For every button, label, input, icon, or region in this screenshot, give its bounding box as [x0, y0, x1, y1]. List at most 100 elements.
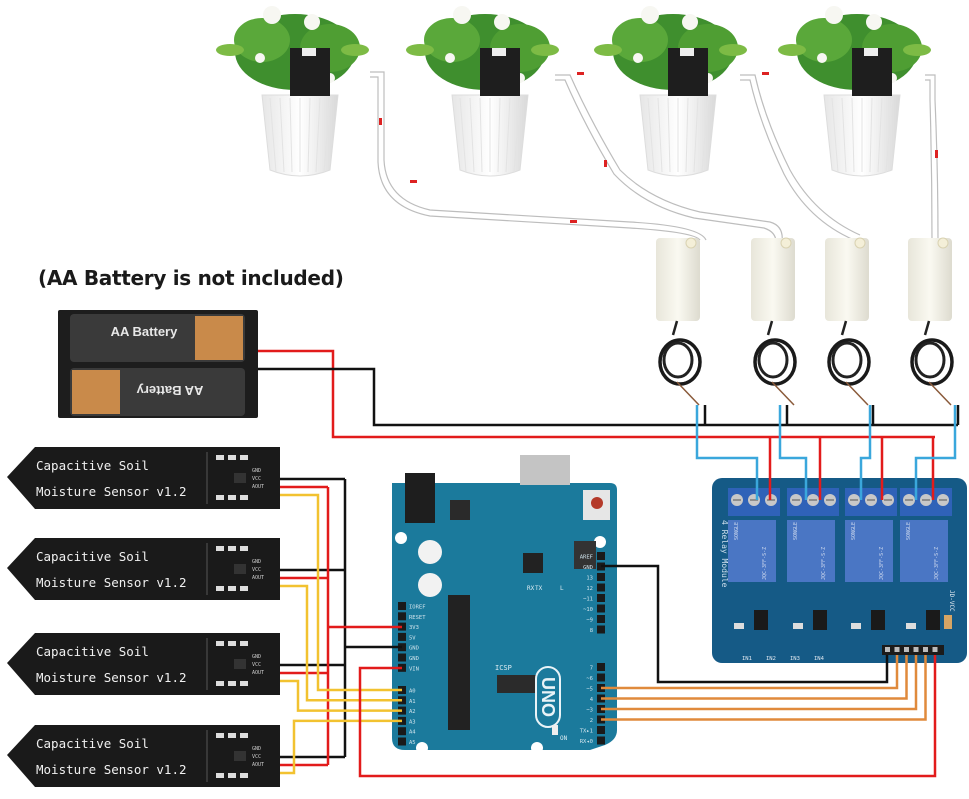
sensor-analog-wire	[280, 679, 402, 712]
water-pump-2	[751, 237, 797, 406]
sensor-pin-label: VCC	[252, 567, 261, 573]
sensor-title-line2: Moisture Sensor v1.2	[36, 670, 187, 685]
flower	[304, 14, 320, 30]
battery-negative-wire	[258, 367, 958, 427]
digital-to-relay-in2	[601, 655, 908, 700]
header-pin	[597, 573, 605, 581]
tube-2	[555, 74, 783, 243]
flower	[263, 6, 281, 24]
pin-label: A2	[409, 709, 416, 715]
sensor-title-line2: Moisture Sensor v1.2	[36, 484, 187, 499]
wires	[258, 349, 960, 778]
flow-arrow-icon	[604, 160, 607, 167]
tx-label: TX	[535, 585, 543, 592]
header-pin	[398, 632, 406, 641]
water-pumps	[656, 237, 954, 406]
pump-body	[908, 238, 952, 321]
relay-coil	[728, 520, 776, 582]
pump-signal-lead	[914, 405, 957, 500]
pin-label: A5	[409, 740, 416, 746]
water-tubes	[370, 71, 939, 243]
pin-label: RX◂0	[580, 739, 593, 745]
pump-body	[751, 238, 795, 321]
sensor-title-line1: Capacitive Soil	[36, 736, 149, 751]
atmega-chip	[448, 595, 470, 730]
arduino-uno-board: UNO ICSP TX RX L ON IOREFRESET3V35VGNDGN…	[392, 455, 617, 754]
header-pin	[597, 726, 605, 734]
flow-arrow-icon	[935, 150, 938, 158]
header-pin	[398, 727, 406, 736]
sensor-pin-label: AOUT	[252, 575, 264, 581]
flower	[633, 53, 643, 63]
header-pin	[597, 594, 605, 602]
relay-header-pin	[923, 647, 928, 652]
pin-label: 7	[590, 666, 593, 672]
header-pin	[597, 552, 605, 560]
digital-to-relay-in1	[601, 655, 899, 690]
icsp-header	[497, 675, 537, 693]
relay-coil	[787, 520, 835, 582]
relay-coil	[845, 520, 893, 582]
battery-cap-bottom	[72, 370, 120, 414]
optocoupler	[754, 610, 768, 630]
sensor-pin-label: VCC	[252, 476, 261, 482]
sensor-analog-wire	[280, 584, 402, 702]
plant-2	[406, 6, 559, 177]
uno-logo: UNO	[538, 677, 558, 717]
relay-brand: SONGLE	[851, 522, 857, 540]
pump-signal-lead	[859, 405, 872, 500]
flow-arrow-icon	[577, 72, 584, 75]
pin-label: GND	[583, 565, 593, 571]
sensor-probe	[7, 538, 280, 600]
flower	[255, 53, 265, 63]
l-label: L	[560, 585, 564, 592]
pin-label: A0	[409, 689, 416, 695]
sensor-title-line2: Moisture Sensor v1.2	[36, 762, 187, 777]
coiled-cable	[753, 338, 797, 386]
pin-label: ~11	[583, 597, 593, 603]
battery-cap-top	[195, 316, 243, 360]
vin-to-relay-vcc-wire	[358, 655, 937, 778]
pin-label: ~6	[586, 676, 593, 682]
arduino-gnd-to-relay-wire	[601, 564, 889, 684]
pin-label: 3V3	[409, 625, 419, 631]
header-pin	[597, 673, 605, 682]
header-pin	[398, 612, 406, 621]
optocoupler	[926, 610, 940, 630]
header-pin	[398, 737, 406, 746]
pin-label: 2	[590, 718, 593, 724]
optocoupler	[871, 610, 885, 630]
pump-signal-lead	[695, 405, 759, 500]
pin-label: ~10	[583, 607, 593, 613]
relay-input-label: IN2	[766, 656, 776, 662]
capacitor	[418, 573, 442, 597]
relay-module-title: 4 Relay Module	[720, 520, 729, 588]
sensor-pin-label: GND	[252, 654, 261, 660]
digital-to-relay-in3	[601, 655, 918, 711]
sensor-probe	[7, 725, 280, 787]
coiled-cable	[658, 338, 702, 386]
jd-vcc-jumper[interactable]	[944, 615, 952, 629]
sensor-pin-label: GND	[252, 746, 261, 752]
relay-header-pin	[904, 647, 909, 652]
sensor-pin-label: VCC	[252, 754, 261, 760]
sensor-analog-wire	[280, 719, 402, 775]
plant-pots	[216, 6, 931, 177]
pin-label: IOREF	[409, 605, 426, 611]
tube-3	[740, 74, 861, 236]
water-pump-1	[656, 237, 702, 406]
flow-arrow-icon	[570, 220, 577, 223]
relay-input-label: IN4	[814, 656, 825, 662]
sensor-pin-label: AOUT	[252, 484, 264, 490]
battery-label-top: AA Battery	[111, 324, 178, 339]
pump-signal-lead	[778, 405, 808, 500]
digital-to-relay-in4	[601, 655, 927, 721]
icsp2-header	[574, 541, 596, 569]
